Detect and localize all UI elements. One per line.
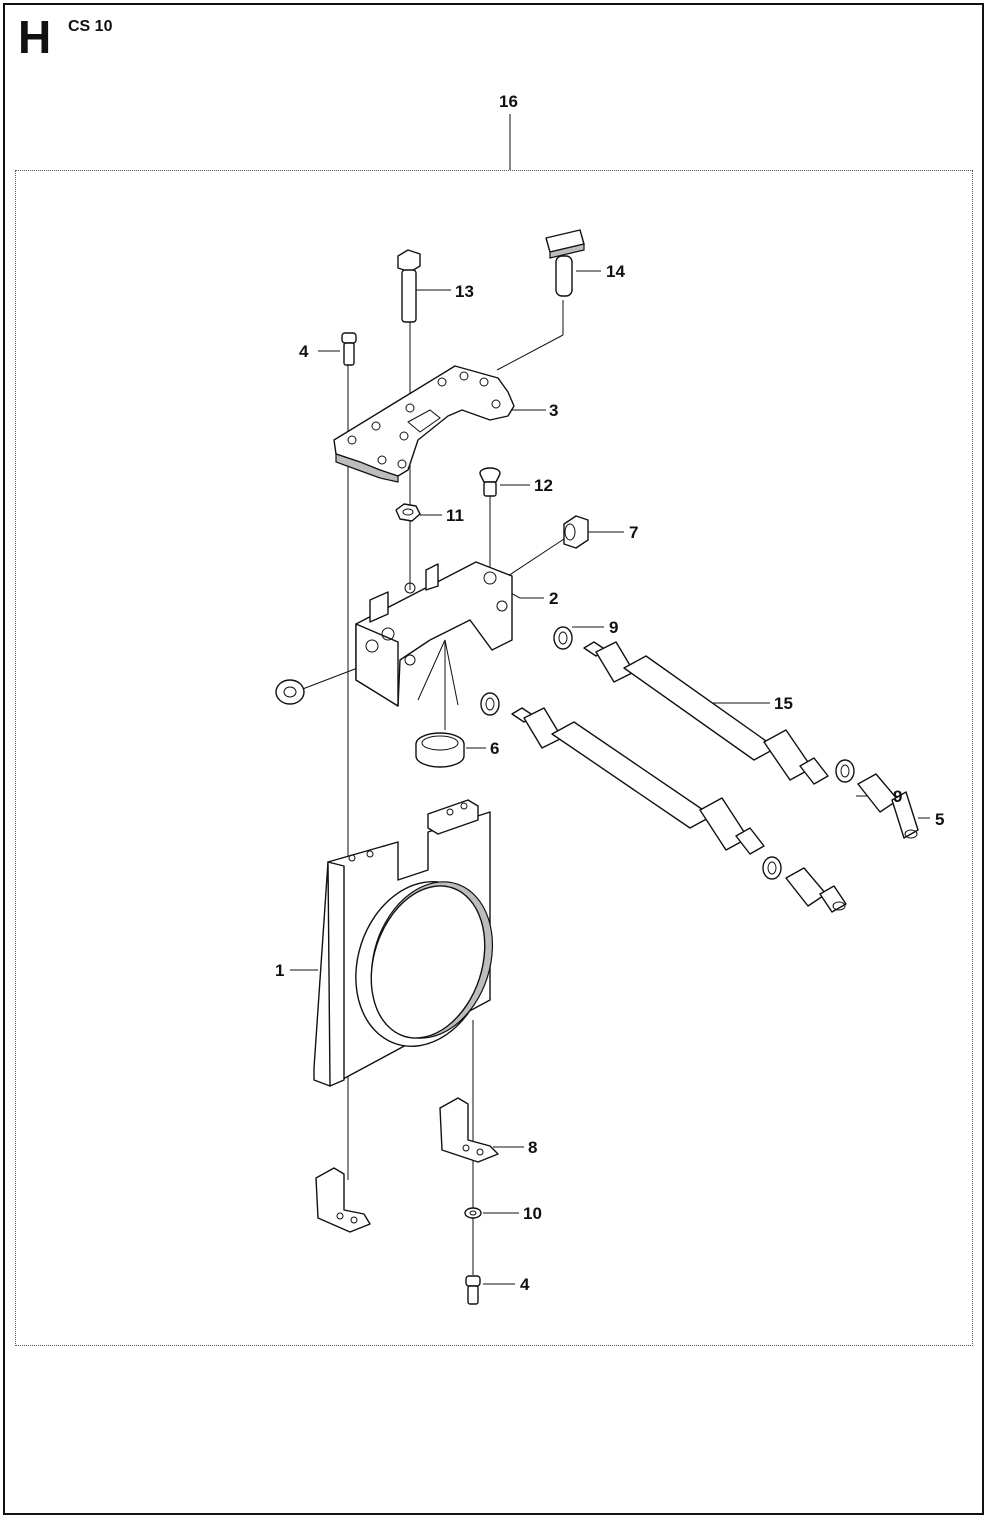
part-4-socket-screw-upper [341,332,357,366]
part-3-top-plate [333,365,515,483]
part-6-sleeve-ring [415,732,465,768]
part-11-hex-nut [395,503,421,522]
callout-3: 3 [549,401,558,420]
callout-12: 12 [534,476,553,495]
callout-5: 5 [935,810,944,829]
callout-2: 2 [549,589,558,608]
part-8-l-bracket-lower [315,1167,371,1233]
part-9-washer-lower [480,692,500,716]
callout-6: 6 [490,739,499,758]
part-plug-left [275,679,305,705]
part-10-washer [464,1207,482,1219]
part-4-socket-screw-lower [465,1275,481,1305]
page-frame [3,3,984,1515]
callout-labels: 16 14 13 4 3 12 11 7 2 9 15 6 9 5 1 8 10… [275,92,944,1294]
part-15-hose-lower [511,707,765,855]
part-15-hose-upper [583,641,829,785]
part-12-countersunk-screw [479,467,501,497]
part-2-mounting-block [355,561,513,707]
part-5-coupling-upper [857,773,919,839]
part-1-blade-guard-bracket [313,799,494,1087]
part-7-plug [563,515,589,549]
part-8-l-bracket-upper [439,1097,499,1163]
callout-13: 13 [455,282,474,301]
callout-1: 1 [275,961,284,980]
section-letter: H [18,11,52,63]
callout-8: 8 [528,1138,537,1157]
callout-14: 14 [606,262,625,281]
callout-10: 10 [523,1204,542,1223]
callout-4-upper: 4 [299,342,309,361]
callout-11: 11 [446,506,464,525]
part-9-washer-right [835,759,855,783]
model-name: CS 10 [68,18,113,35]
part-5-coupling-lower [785,867,847,913]
callout-9-right: 9 [893,787,902,806]
assembly-boundary [15,170,973,1346]
callout-15: 15 [774,694,793,713]
part-9-washer-upper [553,626,573,650]
part-9-washer-right-lower [762,856,782,880]
part-13-hex-bolt [397,249,421,323]
callout-7: 7 [629,523,638,542]
part-14-t-handle-pin [545,229,585,297]
callout-16: 16 [499,92,518,111]
callout-9-upper: 9 [609,618,618,637]
callout-4-lower: 4 [520,1275,530,1294]
